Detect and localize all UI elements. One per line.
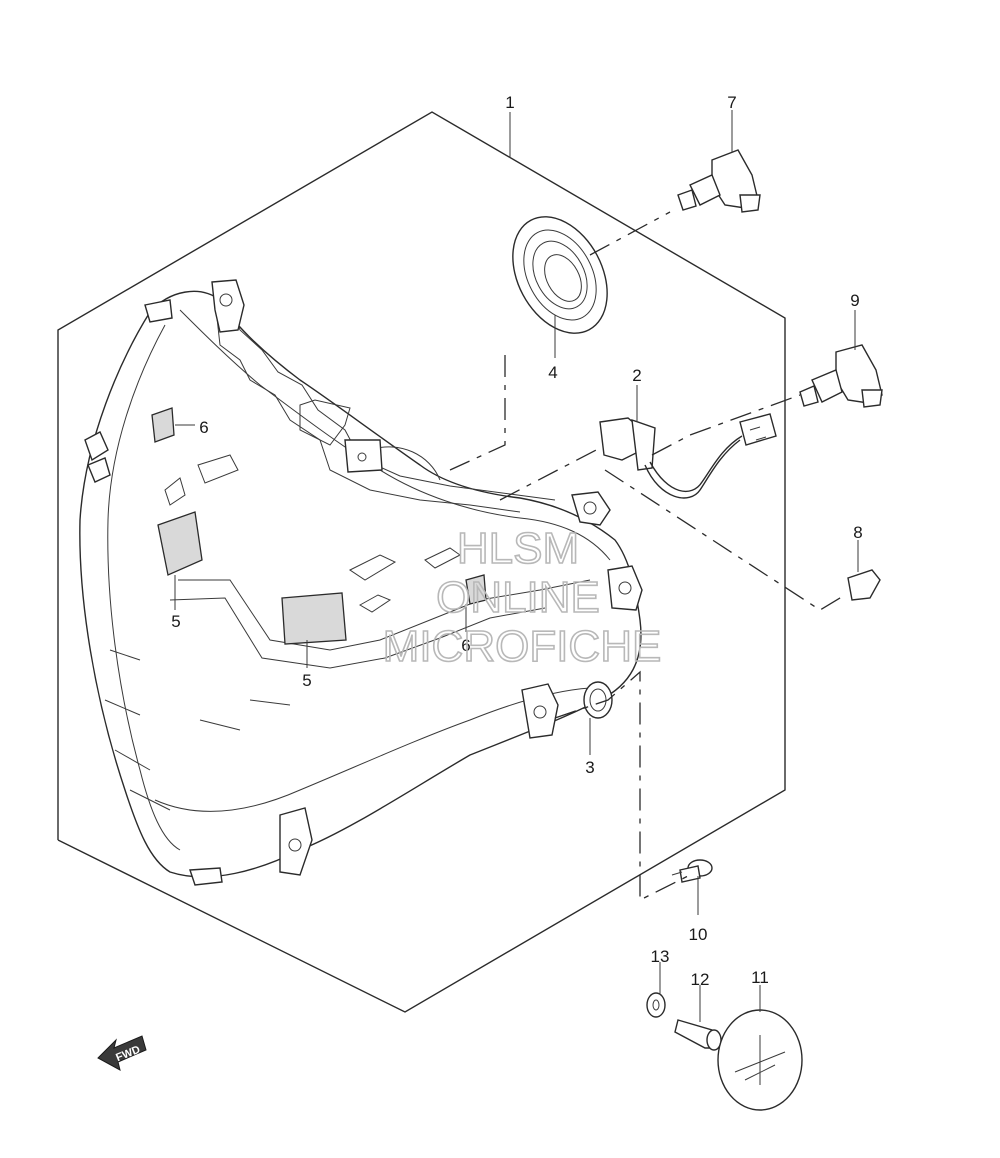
leader-lines bbox=[174, 110, 859, 1022]
reflector-plates bbox=[157, 511, 347, 645]
screw bbox=[671, 859, 713, 883]
secondary-bulb bbox=[799, 344, 883, 408]
main-bulb bbox=[677, 149, 761, 213]
callout-5-left: 5 bbox=[171, 612, 180, 631]
watermark: HLSM ONLINE MICROFICHE bbox=[382, 523, 662, 672]
collar bbox=[674, 1019, 722, 1051]
callout-4: 4 bbox=[548, 363, 557, 382]
callout-numbers: 1 2 3 4 5 5 6 6 7 8 9 10 11 12 13 bbox=[171, 93, 862, 989]
callout-5-center: 5 bbox=[302, 671, 311, 690]
socket-harness bbox=[599, 413, 777, 499]
callout-8: 8 bbox=[853, 523, 862, 542]
watermark-line-2: ONLINE bbox=[436, 573, 600, 622]
callout-6-left: 6 bbox=[199, 418, 208, 437]
wedge-bulb bbox=[847, 569, 881, 601]
callout-11: 11 bbox=[751, 968, 769, 987]
fwd-direction-arrow: FWD bbox=[97, 1035, 147, 1071]
callout-1: 1 bbox=[505, 93, 514, 112]
callout-2: 2 bbox=[632, 366, 641, 385]
sticker-pads bbox=[151, 407, 487, 605]
assembly-boundary bbox=[57, 111, 786, 1013]
watermark-line-1: HLSM bbox=[457, 524, 579, 573]
callout-3: 3 bbox=[585, 758, 594, 777]
washer bbox=[646, 992, 666, 1018]
callout-6-center: 6 bbox=[461, 636, 470, 655]
cap bbox=[717, 1009, 803, 1111]
callout-13: 13 bbox=[651, 947, 670, 966]
callout-9: 9 bbox=[850, 291, 859, 310]
callout-7: 7 bbox=[727, 93, 736, 112]
watermark-line-3: MICROFICHE bbox=[383, 622, 662, 671]
headlamp-housing bbox=[79, 279, 643, 886]
assembly-dash-lines bbox=[449, 211, 846, 902]
callout-10: 10 bbox=[689, 925, 708, 944]
rubber-boot bbox=[512, 216, 608, 334]
callout-12: 12 bbox=[691, 970, 710, 989]
